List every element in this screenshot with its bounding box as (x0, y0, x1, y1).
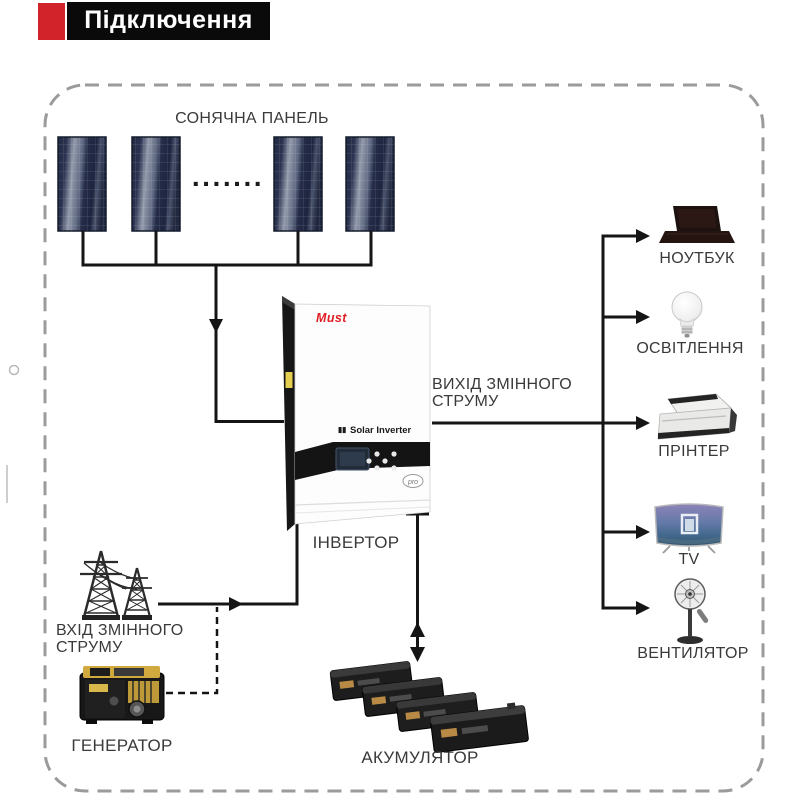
load-branch-lines (603, 234, 637, 610)
laptop-icon (659, 206, 735, 243)
power-grid-icon (80, 550, 152, 620)
load-label-printer: ПРІНТЕР (658, 443, 730, 460)
battery-label: АКУМУЛЯТОР (361, 748, 479, 767)
fan-icon (674, 578, 709, 644)
generator-icon (79, 666, 165, 724)
inverter-badge-text: pro (407, 479, 418, 486)
printer-icon (657, 393, 737, 440)
pv-arrowhead (209, 319, 223, 333)
tv-icon (654, 503, 724, 554)
ac-input-line (158, 523, 299, 606)
lightbulb-icon (671, 291, 703, 338)
header-accent-block (38, 3, 65, 40)
solar-bus-line (81, 231, 373, 267)
solar-panel-ellipsis: ······· (191, 168, 265, 199)
load-arrowheads (636, 229, 650, 615)
page-title: Підключення (84, 5, 253, 34)
inverter-icon: Must ▮▮ Solar Inverter pro (282, 296, 431, 531)
ac-output-label: ВИХІД ЗМІННОГО СТРУМУ (432, 376, 572, 410)
generator-label: ГЕНЕРАТОР (71, 736, 173, 755)
solar-inverter-logo-icon: ▮▮ (338, 425, 346, 434)
solar-panel-label: СОНЯЧНА ПАНЕЛЬ (175, 110, 329, 127)
battery-arrow-down (410, 647, 425, 662)
generator-dashed-line (166, 607, 219, 695)
battery-icon (329, 661, 529, 753)
inverter-brand-text: Must (316, 311, 347, 325)
ac-input-arrowhead (229, 597, 243, 611)
load-label-fan: ВЕНТИЛЯТОР (637, 645, 749, 662)
load-label-tv: TV (678, 551, 700, 568)
artifact-circle (8, 364, 20, 376)
ac-input-label: ВХІД ЗМІННОГО СТРУМУ (56, 622, 184, 656)
inverter-product-text: Solar Inverter (350, 425, 412, 436)
inverter-label: ІНВЕРТОР (312, 533, 400, 552)
load-label-lighting: ОСВІТЛЕННЯ (636, 340, 744, 357)
solar-panel-icon (57, 136, 395, 232)
diagram-border (43, 83, 765, 793)
pv-to-inverter-line (214, 265, 284, 423)
header-title-bar: Підключення (67, 2, 270, 40)
battery-arrow-up (410, 622, 425, 637)
load-label-laptop: НОУТБУК (659, 250, 735, 267)
